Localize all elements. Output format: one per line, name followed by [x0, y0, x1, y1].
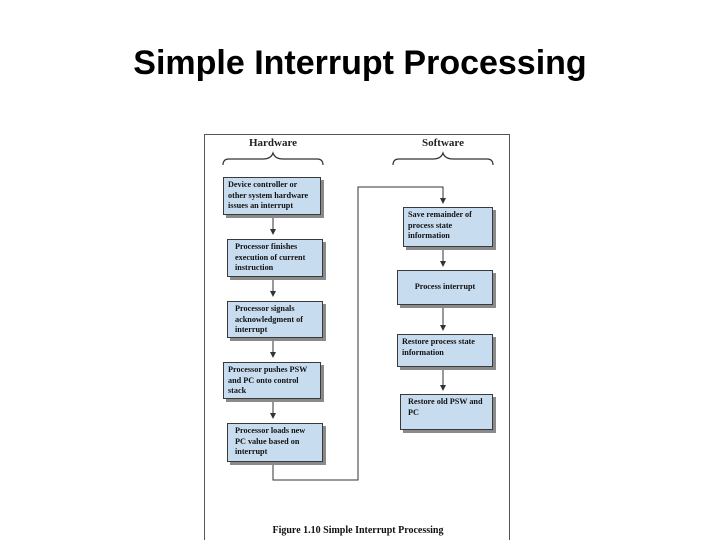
sw-step-restore-psw-pc: Restore old PSW and PC — [400, 394, 493, 430]
sw-step-restore-state: Restore process state information — [397, 334, 493, 367]
software-label: Software — [422, 137, 464, 149]
hardware-label: Hardware — [248, 137, 298, 149]
software-brace — [392, 151, 494, 166]
hw-step-finish-instruction: Processor finishes execution of current … — [227, 239, 323, 277]
slide-title: Simple Interrupt Processing — [133, 44, 587, 82]
hw-step-push-psw-pc: Processor pushes PSW and PC onto control… — [223, 362, 321, 399]
figure-panel: Hardware Software Device controller or o… — [204, 134, 510, 540]
hw-step-acknowledge: Processor signals acknowledgment of inte… — [227, 301, 323, 338]
hardware-brace — [222, 151, 324, 166]
hw-step-load-new-pc: Processor loads new PC value based on in… — [227, 423, 323, 462]
hw-step-issue-interrupt: Device controller or other system hardwa… — [223, 177, 321, 215]
sw-step-process-interrupt: Process interrupt — [397, 270, 493, 305]
flow-connectors — [222, 151, 494, 481]
connector-hw-to-sw-bottom — [272, 186, 446, 481]
sw-step-save-state: Save remainder of process state informat… — [403, 207, 493, 247]
figure-caption: Figure 1.10 Simple Interrupt Processing — [272, 525, 444, 536]
